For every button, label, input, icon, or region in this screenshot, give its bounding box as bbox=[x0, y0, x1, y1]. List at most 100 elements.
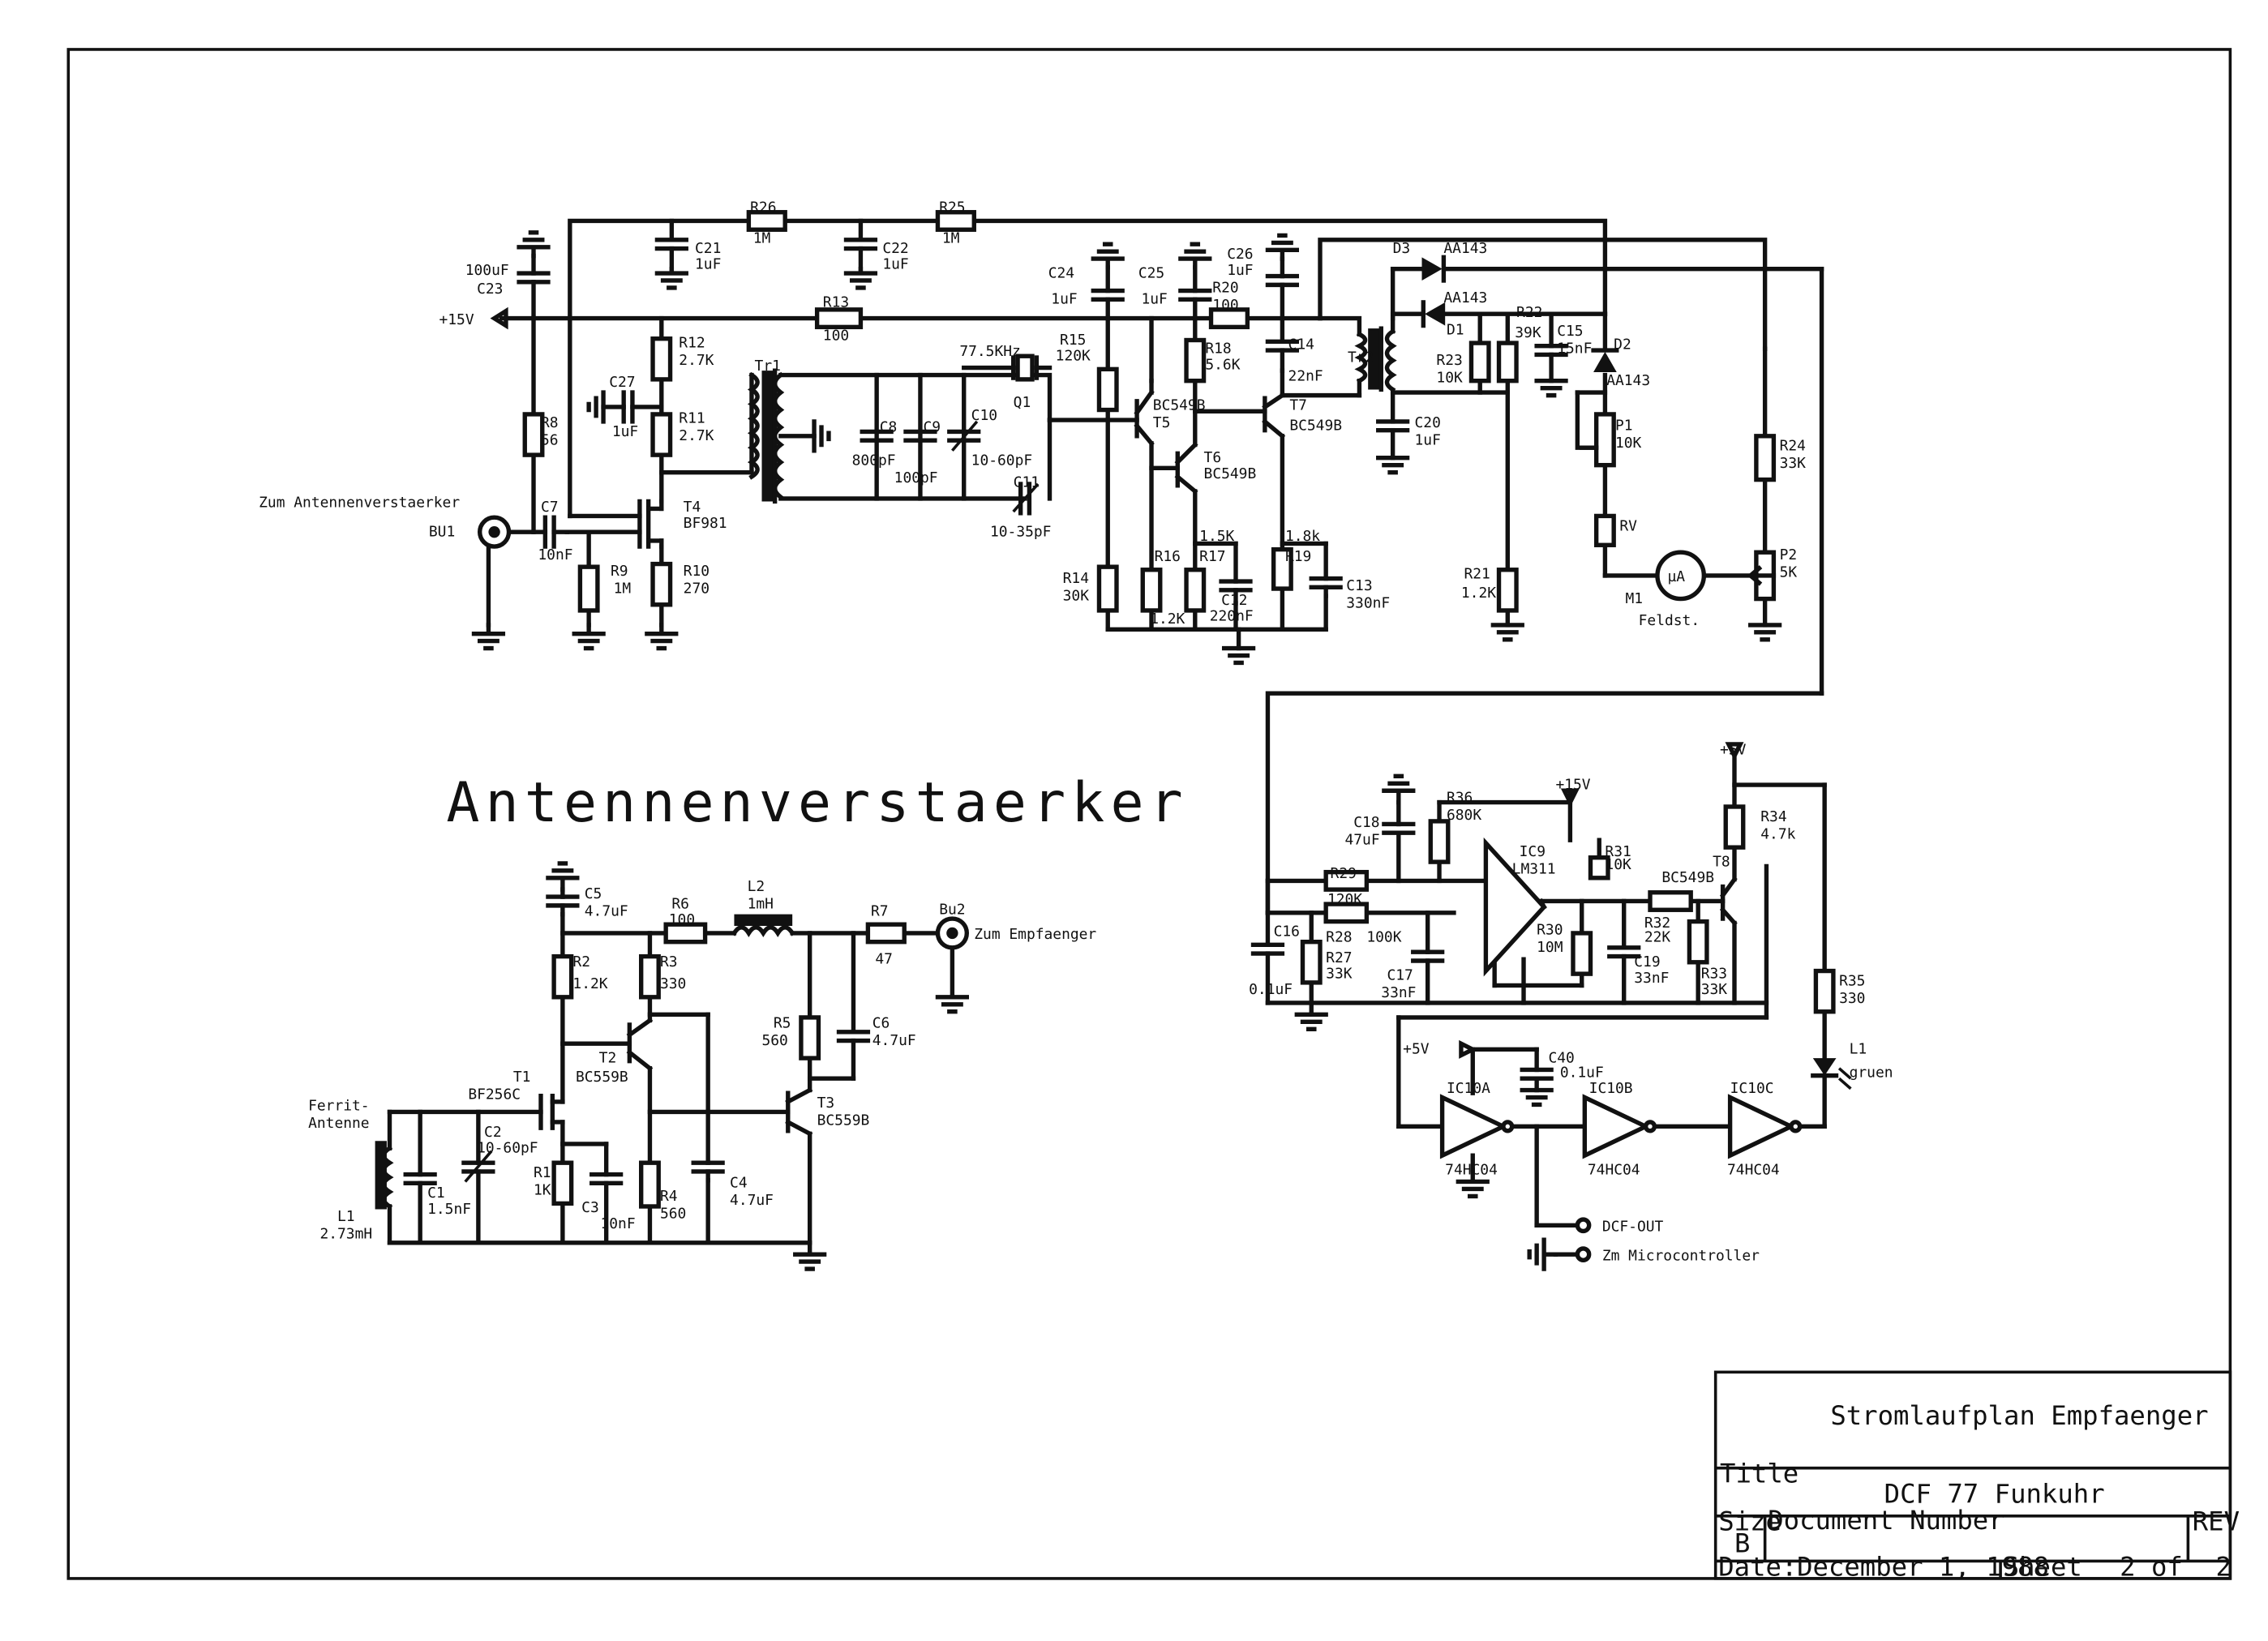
label-c6: C6 bbox=[872, 1014, 890, 1031]
label-c17: C17 bbox=[1387, 966, 1413, 983]
label-c8v: 800pF bbox=[852, 452, 896, 469]
ferrite-label-2: Antenne bbox=[308, 1115, 369, 1132]
label-c11v: 10-35pF bbox=[990, 524, 1051, 541]
label-c1: C1 bbox=[427, 1185, 445, 1202]
transformer-tr2 bbox=[1354, 326, 1397, 393]
receiver-components bbox=[477, 210, 1777, 613]
capacitor-c25 bbox=[1178, 265, 1212, 321]
resistor-r13 bbox=[814, 307, 864, 330]
capacitor-c16 bbox=[1250, 942, 1285, 956]
label-r36: R36 bbox=[1447, 790, 1473, 807]
capacitor-c27 bbox=[601, 390, 635, 424]
label-r19: R19 bbox=[1285, 548, 1311, 565]
dcf-out-label: DCF-OUT bbox=[1602, 1218, 1664, 1235]
resistor-r9 bbox=[577, 564, 600, 613]
label-c8: C8 bbox=[880, 418, 898, 435]
capacitor-c40 bbox=[1520, 1067, 1554, 1081]
label-r5: R5 bbox=[774, 1014, 791, 1031]
sheet-value: 2 of bbox=[2120, 1551, 2183, 1582]
resistor-r2 bbox=[551, 953, 574, 1000]
label-t5: T5 bbox=[1153, 414, 1171, 431]
date-label: Date: bbox=[1718, 1551, 1797, 1582]
resistor-r31 bbox=[1588, 855, 1610, 880]
label-r36v: 680K bbox=[1447, 807, 1481, 824]
label-r5v: 560 bbox=[762, 1032, 788, 1049]
resistor-r28 bbox=[1323, 902, 1370, 924]
label-c22v: 1uF bbox=[882, 256, 908, 273]
label-c5: C5 bbox=[585, 885, 602, 902]
size-value: B bbox=[1734, 1528, 1750, 1559]
label-d2: D2 bbox=[1614, 336, 1631, 353]
inverter-ic10b bbox=[1582, 1094, 1657, 1159]
fet-t1 bbox=[538, 1094, 555, 1130]
label-t1v: BF256C bbox=[468, 1086, 521, 1103]
label-r20: R20 bbox=[1212, 279, 1238, 296]
inverter-ic10a bbox=[1439, 1094, 1515, 1159]
label-ic10av: 74HC04 bbox=[1445, 1162, 1498, 1179]
label-c15v: 15nF bbox=[1557, 341, 1592, 358]
capacitor-c1 bbox=[403, 1172, 437, 1185]
label-c5v: 4.7uF bbox=[585, 902, 628, 919]
label-t2v: BC559B bbox=[576, 1069, 628, 1086]
label-c21v: 1uF bbox=[695, 256, 721, 273]
label-c13v: 330nF bbox=[1346, 594, 1390, 611]
label-r21v: 1.2K bbox=[1461, 585, 1496, 602]
label-d3: D3 bbox=[1393, 240, 1411, 257]
resistor-r17 bbox=[1184, 568, 1207, 613]
meter-symbol: µA bbox=[1668, 568, 1686, 585]
resistor-r12 bbox=[650, 336, 673, 382]
label-c12: C12 bbox=[1221, 592, 1247, 609]
label-p1: P1 bbox=[1615, 418, 1633, 435]
title-label: Title bbox=[1720, 1459, 1799, 1489]
coax-socket-bu1 bbox=[477, 515, 512, 549]
label-c23: C23 bbox=[477, 281, 503, 298]
comparator-ic9 bbox=[1483, 837, 1547, 977]
label-r24: R24 bbox=[1780, 438, 1806, 455]
label-r27: R27 bbox=[1326, 949, 1352, 966]
label-r20v: 100 bbox=[1212, 297, 1238, 314]
resistor-r20 bbox=[1208, 307, 1250, 330]
label-d1v: AA143 bbox=[1443, 289, 1487, 306]
label-r35: R35 bbox=[1839, 972, 1865, 989]
connector-labels: Zum Antennenverstaerker BU1 Bu2 Zum Empf… bbox=[259, 311, 1760, 1265]
label-r14: R14 bbox=[1063, 570, 1089, 587]
label-c12v: 220nF bbox=[1210, 607, 1254, 624]
label-r16: R16 bbox=[1155, 548, 1181, 565]
diode-d1 bbox=[1421, 300, 1446, 328]
resistor-r16 bbox=[1140, 568, 1163, 613]
capacitor-c5 bbox=[546, 894, 580, 917]
label-q1v: 77.5KHz bbox=[959, 343, 1020, 360]
label-c13: C13 bbox=[1346, 577, 1372, 594]
label-c21: C21 bbox=[695, 240, 721, 257]
drawing-name: Stromlaufplan Empfaenger bbox=[1830, 1400, 2208, 1431]
capacitor-c19 bbox=[1607, 945, 1641, 959]
capacitor-c7 bbox=[542, 515, 569, 549]
label-t1: T1 bbox=[513, 1069, 531, 1086]
label-ic10b: IC10B bbox=[1589, 1080, 1633, 1097]
receiver-wiring bbox=[486, 218, 1824, 915]
label-tr2: Tr2 bbox=[1348, 349, 1374, 366]
label-r4: R4 bbox=[660, 1188, 678, 1205]
label-t7v: BC549B bbox=[1289, 418, 1342, 435]
label-r10v: 270 bbox=[684, 580, 710, 597]
label-r11: R11 bbox=[679, 410, 705, 427]
label-r7: R7 bbox=[871, 902, 889, 919]
label-c10: C10 bbox=[971, 407, 997, 424]
label-r25: R25 bbox=[939, 199, 965, 216]
label-r17v: 1.5K bbox=[1199, 528, 1234, 545]
label-c20v: 1uF bbox=[1415, 432, 1441, 449]
title-value: DCF 77 Funkuhr bbox=[1884, 1479, 2105, 1510]
connector-microcontroller bbox=[1575, 1246, 1592, 1262]
label-c19v: 33nF bbox=[1634, 970, 1669, 987]
capacitor-c3 bbox=[590, 1172, 624, 1185]
amplifier-wiring bbox=[387, 887, 955, 1245]
label-l1gv: gruen bbox=[1850, 1064, 1893, 1081]
size-label: Size bbox=[1718, 1506, 1781, 1537]
capacitor-c26 bbox=[1265, 256, 1299, 321]
coax-socket-bu2 bbox=[935, 916, 970, 950]
label-d3v: AA143 bbox=[1443, 240, 1487, 257]
label-c17v: 33nF bbox=[1381, 984, 1416, 1001]
label-r26: R26 bbox=[750, 199, 776, 216]
label-c22: C22 bbox=[882, 240, 908, 257]
